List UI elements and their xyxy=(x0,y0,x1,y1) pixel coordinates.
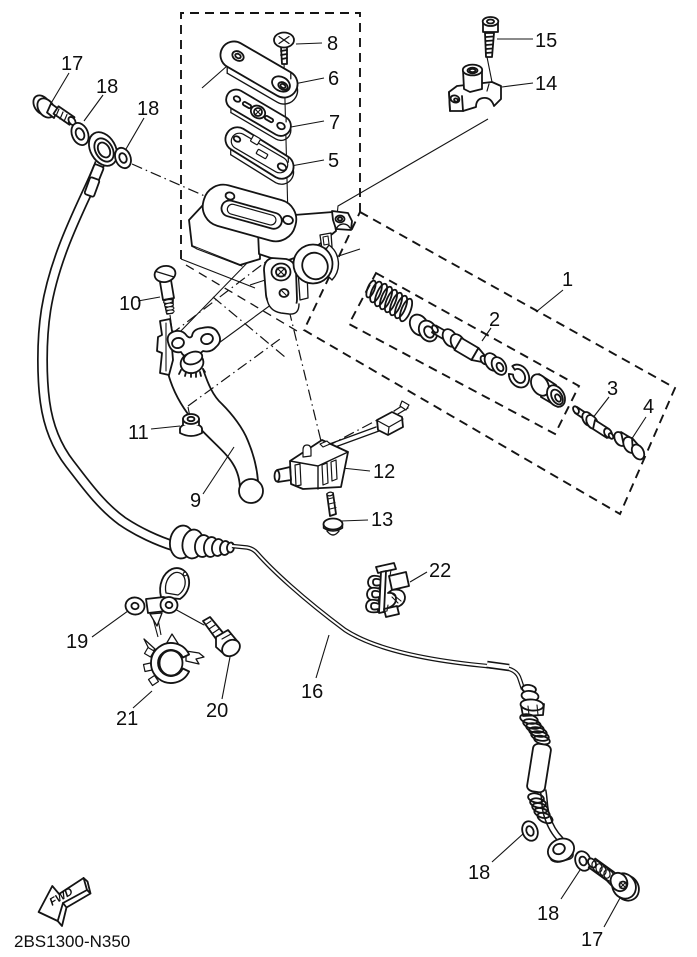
svg-text:10: 10 xyxy=(119,293,141,315)
svg-text:18: 18 xyxy=(137,98,159,120)
svg-text:4: 4 xyxy=(643,396,654,418)
svg-text:6: 6 xyxy=(328,68,339,90)
svg-text:18: 18 xyxy=(468,862,490,884)
svg-text:5: 5 xyxy=(328,150,339,172)
svg-text:11: 11 xyxy=(128,422,149,444)
svg-text:21: 21 xyxy=(116,708,138,730)
svg-text:14: 14 xyxy=(535,73,557,95)
svg-text:18: 18 xyxy=(96,76,118,98)
svg-text:17: 17 xyxy=(581,929,603,951)
svg-text:2BS1300-N350: 2BS1300-N350 xyxy=(14,932,130,951)
svg-text:20: 20 xyxy=(206,700,228,722)
svg-text:19: 19 xyxy=(66,631,88,653)
svg-text:13: 13 xyxy=(371,509,393,531)
svg-text:22: 22 xyxy=(429,560,451,582)
svg-text:17: 17 xyxy=(61,53,83,75)
svg-text:8: 8 xyxy=(327,33,338,55)
svg-text:7: 7 xyxy=(329,112,340,134)
svg-text:15: 15 xyxy=(535,30,557,52)
svg-text:3: 3 xyxy=(607,378,618,400)
svg-text:1: 1 xyxy=(562,269,573,291)
svg-text:2: 2 xyxy=(489,309,500,331)
svg-text:9: 9 xyxy=(190,490,201,512)
svg-text:18: 18 xyxy=(537,903,559,925)
svg-text:12: 12 xyxy=(373,461,395,483)
svg-text:16: 16 xyxy=(301,681,323,703)
